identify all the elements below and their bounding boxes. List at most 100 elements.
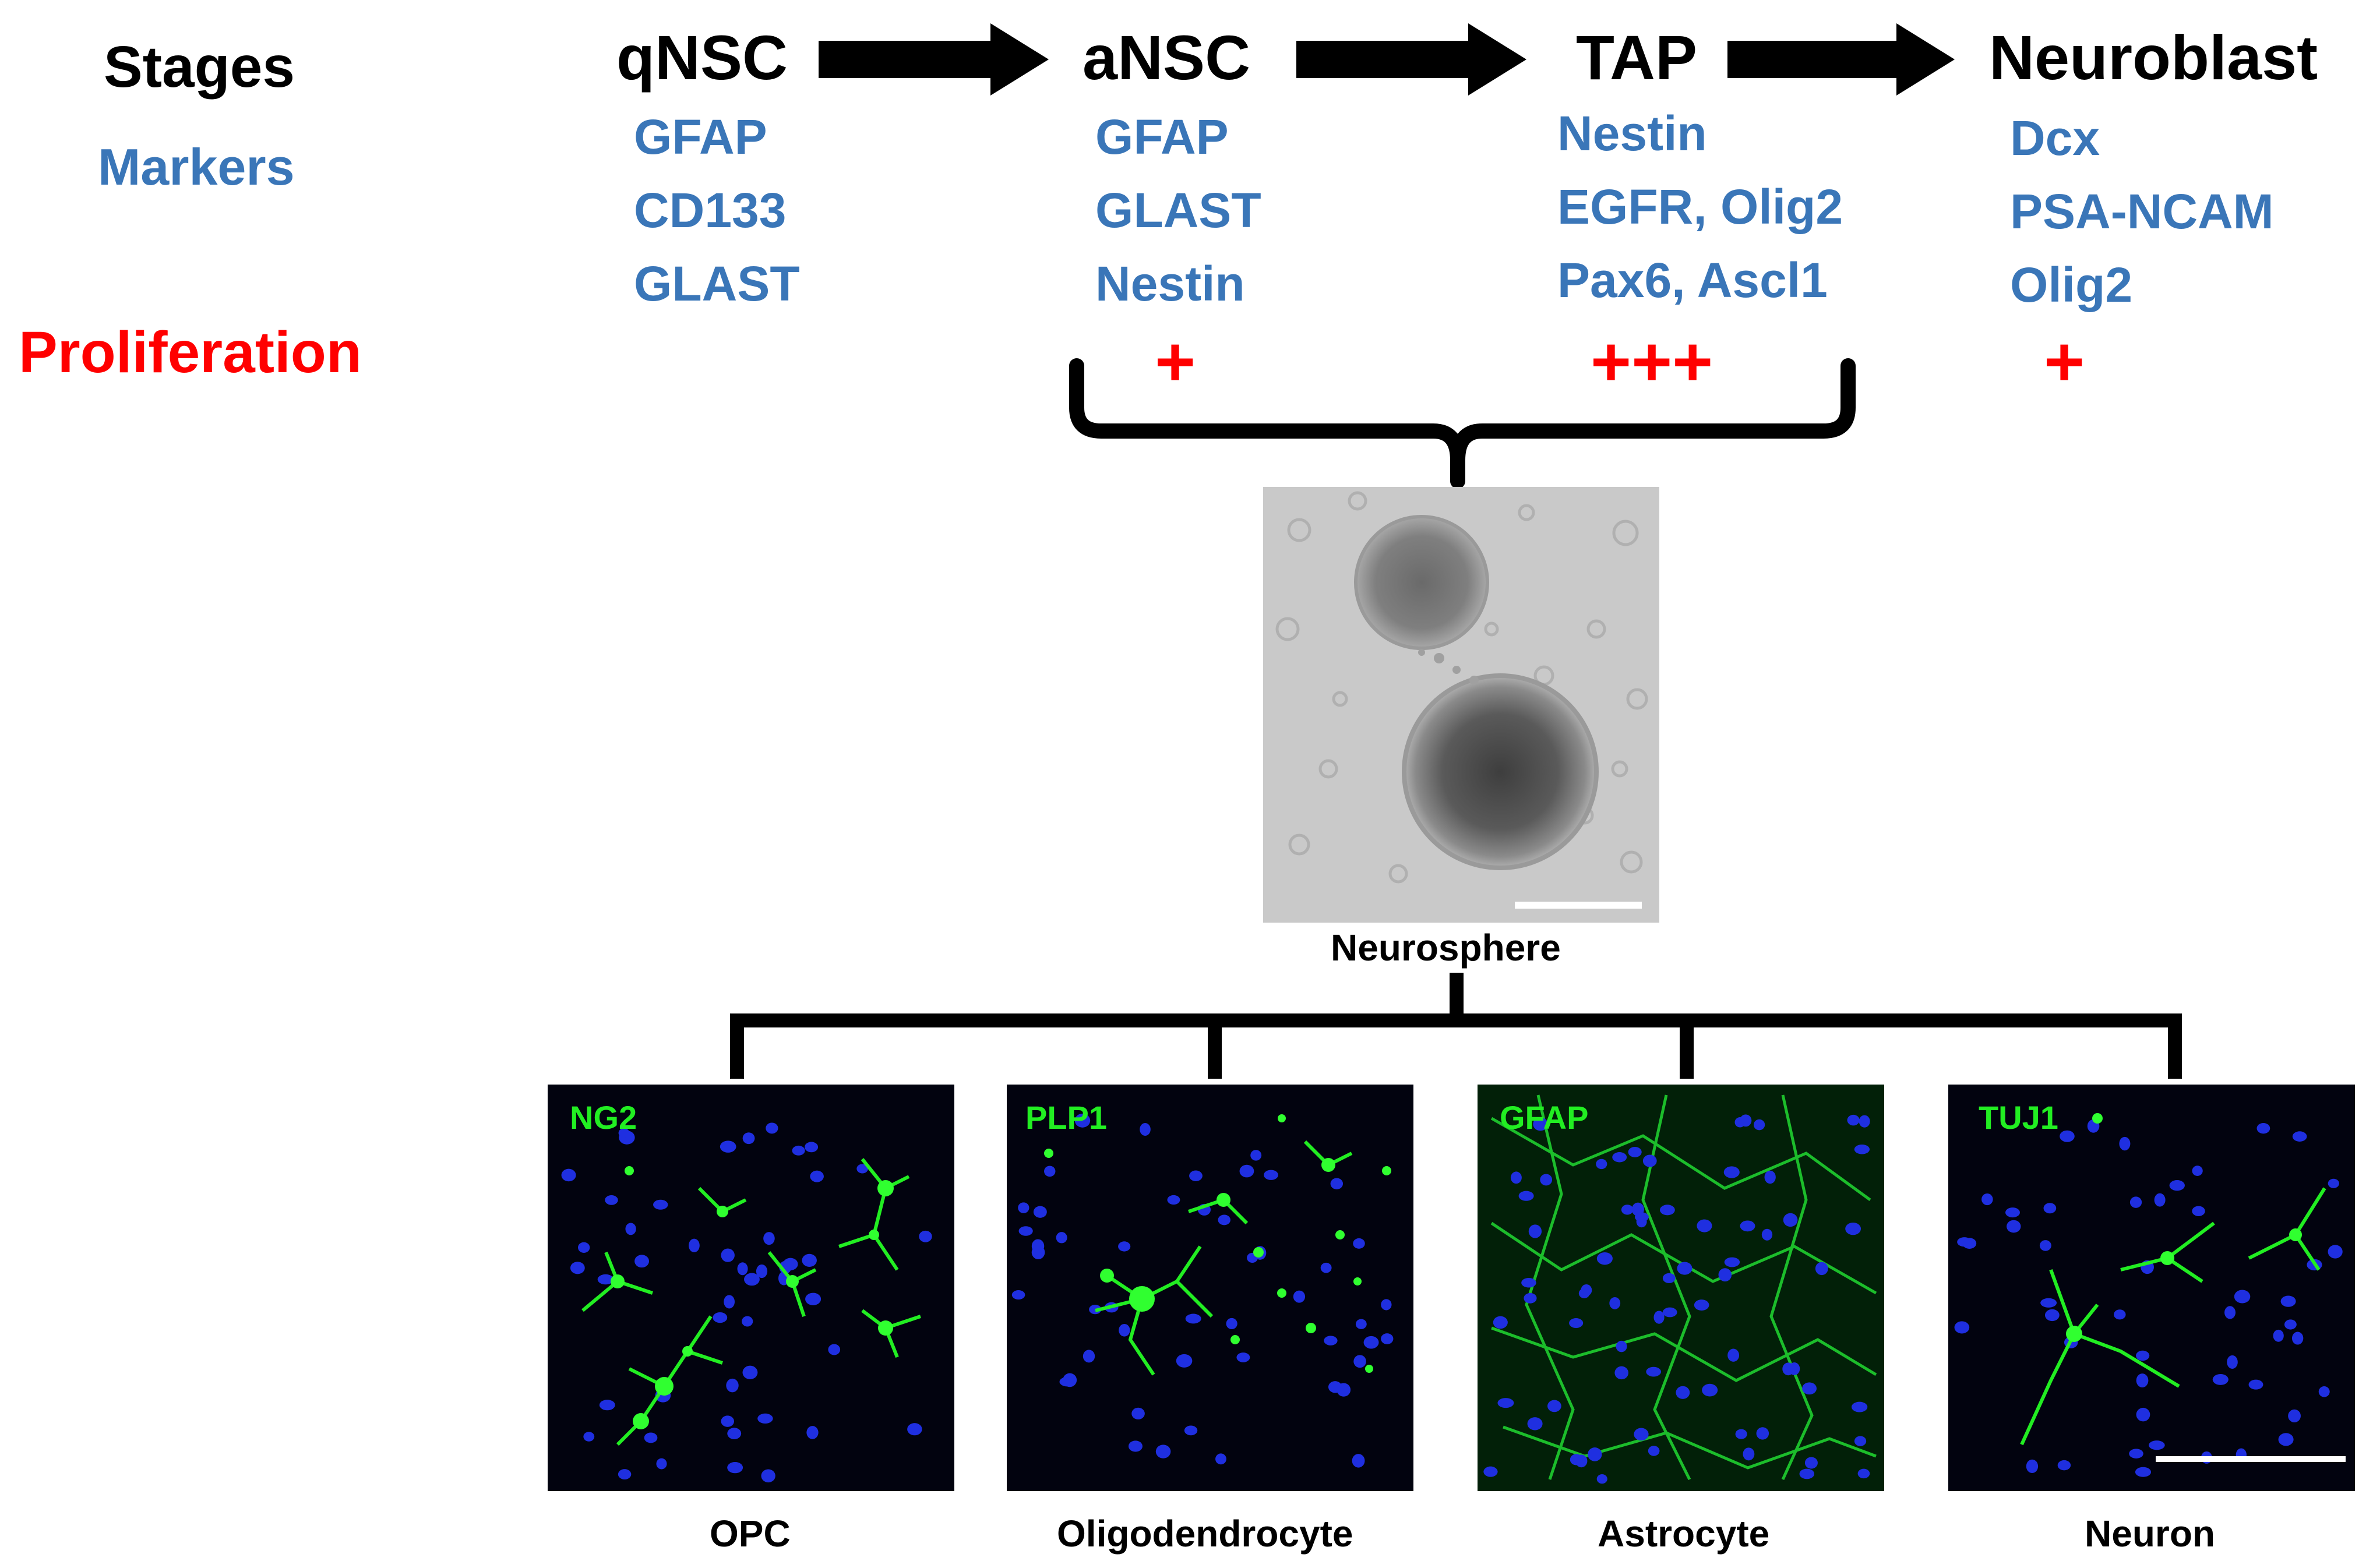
stage-name: Neuroblast: [1989, 22, 2318, 93]
nucleus: [1118, 1241, 1131, 1252]
nucleus: [720, 1140, 736, 1153]
nucleus: [1588, 1447, 1602, 1461]
nucleus: [726, 1378, 739, 1393]
arrow-qnsc-to-ansc: [819, 23, 1049, 96]
arrow-tap-to-neuroblast: [1727, 23, 1955, 96]
proliferation-level: +: [1155, 323, 1196, 401]
nucleus: [1845, 1222, 1861, 1235]
nucleus: [1646, 1366, 1661, 1377]
nucleus: [1226, 1318, 1237, 1330]
nucleus: [634, 1255, 650, 1268]
nucleus: [1293, 1290, 1306, 1303]
micrograph-neuron: [1948, 1085, 2355, 1491]
nucleus: [2039, 1240, 2051, 1251]
nucleus: [1740, 1220, 1755, 1232]
nucleus: [1756, 1427, 1769, 1440]
nucleus: [1540, 1174, 1553, 1186]
nucleus: [1804, 1457, 1818, 1469]
micrograph-astrocyte: [1478, 1085, 1884, 1491]
nucleus: [1239, 1164, 1254, 1178]
marker: PSA-NCAM: [2010, 184, 2274, 239]
proliferation-level: +: [2044, 323, 2085, 401]
nucleus: [1753, 1119, 1765, 1131]
marker: Olig2: [2010, 257, 2133, 312]
nucleus: [761, 1469, 775, 1483]
nucleus: [856, 1164, 869, 1174]
nucleus: [1659, 1205, 1675, 1216]
nucleus: [561, 1168, 576, 1182]
nucleus: [1185, 1313, 1201, 1324]
nucleus: [1250, 1150, 1262, 1161]
nucleus: [618, 1469, 632, 1480]
nucleus: [625, 1223, 636, 1235]
marker: Nestin: [1095, 256, 1245, 311]
nucleus: [713, 1312, 728, 1323]
stain-label: PLP1: [1025, 1099, 1108, 1136]
stain-label: TUJ1: [1979, 1099, 2058, 1136]
nucleus: [1518, 1191, 1534, 1201]
stages-row-label: Stages: [104, 34, 295, 100]
markers-qnsc: GFAP CD133 GLAST: [634, 100, 800, 320]
nucleus: [1497, 1398, 1514, 1408]
cell-type-caption: Astrocyte: [1598, 1513, 1770, 1555]
nucleus: [1355, 1319, 1367, 1329]
nucleus: [1215, 1453, 1226, 1465]
nucleus: [1033, 1206, 1047, 1218]
differentiation-tree: [730, 973, 2182, 1079]
nucleus: [1764, 1170, 1776, 1184]
nucleus: [1677, 1262, 1693, 1275]
nucleus: [721, 1248, 735, 1262]
nucleus: [2234, 1290, 2251, 1304]
nucleus: [570, 1262, 585, 1274]
nucleus: [1724, 1257, 1740, 1267]
nucleus: [2284, 1319, 2297, 1330]
nucleus: [2318, 1386, 2330, 1397]
nucleus: [1074, 1113, 1091, 1128]
nucleus: [828, 1344, 841, 1355]
nucleus: [2278, 1433, 2294, 1446]
marker: GFAP: [1095, 110, 1229, 164]
stain-label: NG2: [570, 1099, 637, 1136]
nucleus: [1614, 1366, 1628, 1380]
marker: EGFR, Olig2: [1557, 179, 1843, 234]
nucleus: [597, 1274, 614, 1285]
nucleus: [1176, 1354, 1193, 1368]
nucleus: [1735, 1429, 1747, 1439]
markers-tap: Nestin EGFR, Olig2 Pax6, Ascl1: [1557, 97, 1843, 317]
markers-neuroblast: Dcx PSA-NCAM Olig2: [2010, 101, 2274, 322]
nucleus: [1063, 1373, 1077, 1387]
nucleus: [2248, 1379, 2263, 1390]
nucleus: [1381, 1299, 1392, 1311]
nucleus: [2129, 1196, 2142, 1208]
nucleus: [2169, 1180, 2185, 1191]
nucleus: [1783, 1213, 1798, 1227]
nucleus: [1018, 1226, 1033, 1236]
nucleus: [2291, 1332, 2304, 1345]
nucleus: [1612, 1152, 1627, 1163]
nucleus: [1483, 1466, 1498, 1477]
nucleus: [1702, 1383, 1718, 1397]
nucleus: [605, 1195, 618, 1205]
nucleus: [805, 1292, 821, 1305]
nucleus: [757, 1413, 773, 1424]
nucleus: [806, 1426, 819, 1439]
nucleus: [919, 1230, 932, 1242]
nucleus: [1044, 1166, 1056, 1177]
nucleus: [1167, 1195, 1180, 1205]
nucleus: [1596, 1159, 1607, 1170]
nucleus: [727, 1428, 742, 1439]
stage-arrows: [819, 23, 1955, 96]
nucleus: [1815, 1262, 1828, 1276]
nucleus: [1718, 1268, 1732, 1282]
nucleus: [2227, 1355, 2238, 1369]
nucleus: [763, 1232, 775, 1245]
stain-label: GFAP: [1500, 1099, 1589, 1136]
marker: CD133: [634, 183, 787, 238]
nucleus: [727, 1461, 743, 1474]
cell-type-caption: Neuron: [2085, 1513, 2215, 1555]
cell-type-caption: Oligodendrocyte: [1057, 1513, 1353, 1555]
nucleus: [2154, 1193, 2166, 1207]
nucleus: [1083, 1350, 1095, 1363]
nucleus: [2040, 1298, 2057, 1308]
